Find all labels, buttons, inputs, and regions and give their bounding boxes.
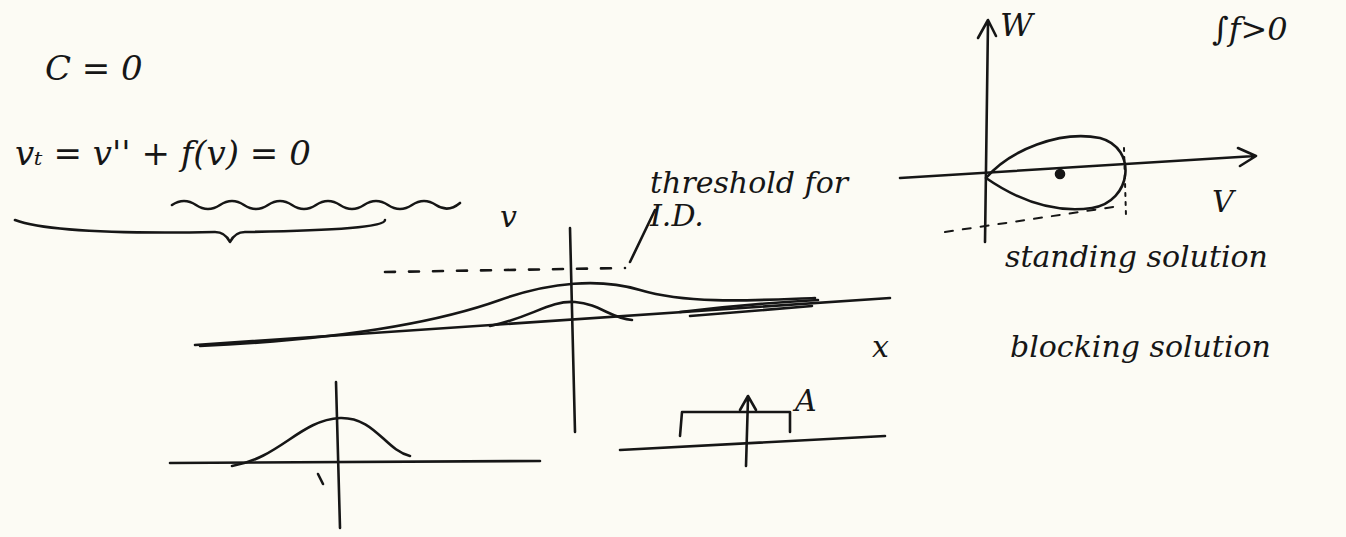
axis-label: V [1212, 185, 1234, 218]
threshold-line [385, 268, 625, 272]
amplitude-label: A [795, 384, 817, 417]
small-bump [490, 302, 632, 326]
axis-label: v [500, 200, 517, 233]
wavy-underline [172, 201, 460, 209]
v-axis [570, 228, 575, 432]
axis [620, 436, 885, 450]
tail-strokes [680, 300, 818, 316]
equation: vₜ = v'' + f(v) = 0 [15, 135, 311, 172]
equilibrium-dot [1056, 170, 1064, 178]
dashed-mark [1124, 148, 1126, 216]
annotation: blocking solution [1010, 330, 1271, 363]
pulse [680, 412, 790, 436]
axis-arrow [740, 396, 756, 466]
w-axis [978, 20, 996, 242]
annotation: standing solution [1005, 240, 1268, 273]
brace-underline [15, 220, 385, 242]
dashed-line [945, 206, 1120, 232]
axis [170, 461, 540, 463]
axis-label: x [872, 330, 889, 363]
condition-text: ∫f>0 [1212, 12, 1288, 47]
tick [318, 474, 323, 484]
condition-text: C = 0 [45, 50, 143, 87]
axis-label: W [1000, 8, 1033, 43]
annotation: threshold for I.D. [650, 166, 850, 232]
homoclinic-loop [986, 136, 1125, 209]
axis [336, 382, 340, 528]
v-axis-phase [900, 148, 1256, 178]
bump [232, 418, 410, 466]
